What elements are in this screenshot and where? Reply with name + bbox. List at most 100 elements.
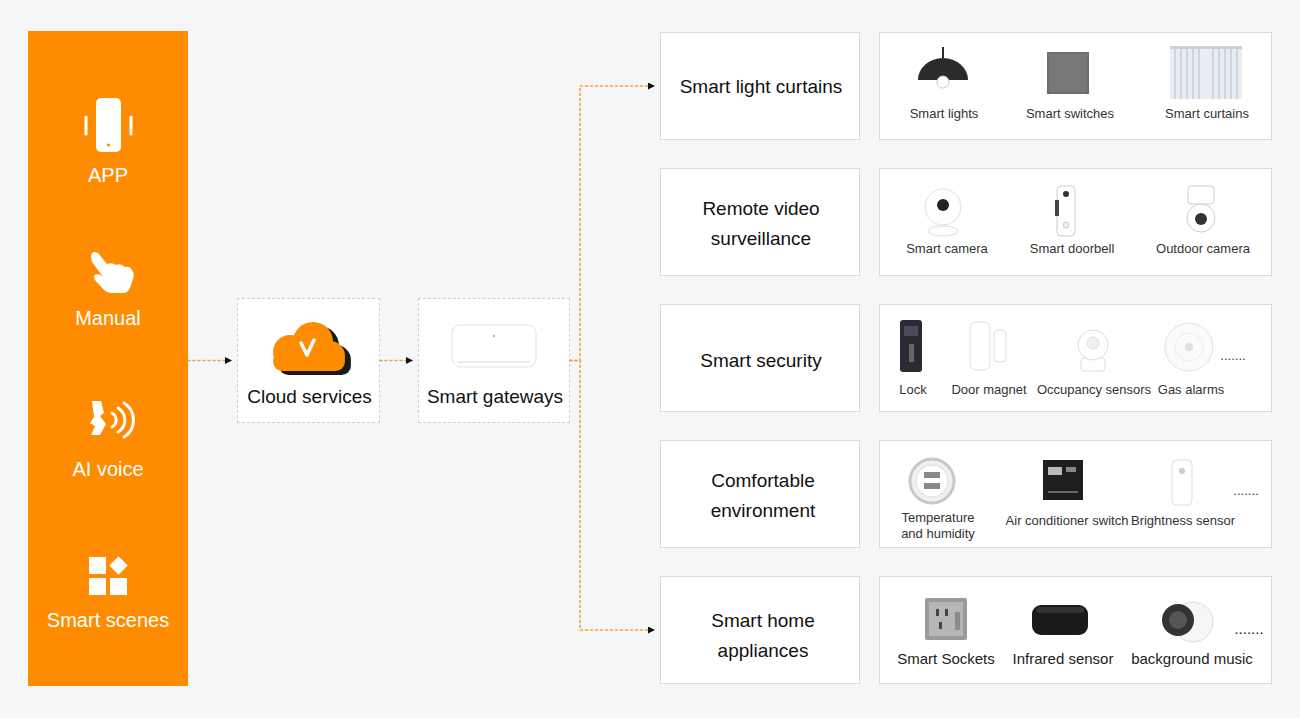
device-panel: Smart Sockets Infrared sensor background m… <box>879 576 1272 684</box>
gateway-box: Smart gateways <box>418 298 570 423</box>
category-label: Smart home appliances <box>683 606 843 666</box>
device-label: Door magnet <box>951 382 1026 398</box>
socket-switch <box>955 612 960 630</box>
phone-icon <box>96 98 121 152</box>
category-label: Comfortable environment <box>683 466 843 526</box>
category-label: Smart light curtains <box>666 72 856 102</box>
flow-connector <box>380 360 413 362</box>
device-label: Smart camera <box>906 241 988 257</box>
service-box: Cloud services <box>237 298 380 423</box>
category-box: Remote video surveillance <box>660 168 860 276</box>
cloud-shadow-part <box>279 356 351 375</box>
voice-wave <box>124 403 133 437</box>
cloud-shadow-part <box>321 345 351 375</box>
socket-hole <box>936 609 939 616</box>
gateway-led <box>493 335 495 337</box>
device-label: Temperature and humidity <box>896 510 981 542</box>
device-label: Smart curtains <box>1165 106 1249 122</box>
device-panel: Smart lightsSmart switchesSmart curtains <box>879 32 1272 140</box>
speaker-cone <box>1169 611 1187 629</box>
device-label: Smart switches <box>1026 106 1114 122</box>
lamp-shade <box>918 58 968 80</box>
phone-wave <box>130 117 133 134</box>
occupancy-lens <box>1087 337 1099 349</box>
input-label: APP <box>88 163 128 187</box>
socket-icon <box>925 598 967 640</box>
speaker-icon <box>1162 604 1194 636</box>
speaker-cover <box>1173 602 1213 642</box>
gas-alarm-center <box>1185 343 1193 351</box>
device-label: ....... <box>1220 348 1245 364</box>
thermometer-digits <box>924 483 940 489</box>
outdoor-camera-mount <box>1188 186 1214 204</box>
curtain-fold <box>1174 49 1176 99</box>
device-panel: Smart camera Smart doorbell Outdoor camera <box>879 168 1272 276</box>
device-label: Smart Sockets <box>897 650 995 668</box>
category-label: Smart security <box>666 346 856 376</box>
thermometer-face <box>916 465 948 497</box>
scene-tile <box>89 578 106 595</box>
input-label: Manual <box>75 306 141 330</box>
category-box: Smart security <box>660 304 860 412</box>
gateway-icon <box>452 325 536 367</box>
voice-figure <box>90 401 106 435</box>
camera-icon <box>925 189 961 225</box>
device-panel: Temperature and humidity Air conditioner … <box>879 440 1272 548</box>
device-label: ....... <box>1234 620 1263 638</box>
device-label: Outdoor camera <box>1156 241 1250 257</box>
cloud-shadow-part <box>299 326 339 366</box>
device-label: Occupancy sensors <box>1037 382 1151 398</box>
scene-tile <box>110 578 127 595</box>
input-band: APP Manual AI voiceSmart scenes <box>28 31 188 686</box>
category-box: Comfortable environment <box>660 440 860 548</box>
cloud-shadow <box>279 326 351 375</box>
door-magnet-part <box>994 330 1006 362</box>
infrared-top <box>1036 607 1084 613</box>
flow-connector <box>570 361 655 631</box>
curtain-fold <box>1218 49 1220 99</box>
occupancy-icon <box>1078 330 1108 360</box>
ac-switch-display <box>1066 467 1076 472</box>
scene-diamond <box>109 556 127 574</box>
doorbell-icon <box>1057 186 1075 236</box>
device-label: Air conditioner switch <box>1006 513 1129 529</box>
cloud-icon <box>273 352 345 371</box>
flow-connector <box>570 86 655 361</box>
lock-screen <box>904 326 918 336</box>
curtain-folds <box>1175 49 1237 99</box>
voice-wave <box>118 408 125 432</box>
switch-icon <box>1047 52 1089 94</box>
curtain-fold <box>1230 49 1232 99</box>
device-label: background music <box>1131 650 1253 668</box>
cloud-icon <box>273 335 307 369</box>
curtain-fold <box>1224 49 1226 99</box>
curtain-icon <box>1170 47 1242 99</box>
curtain-rail <box>1170 46 1242 49</box>
phone-wave <box>85 117 88 134</box>
input-label: Smart scenes <box>47 608 169 632</box>
door-magnet-icon <box>970 322 990 370</box>
device-label: Infrared sensor <box>1013 650 1114 668</box>
ac-switch-display <box>1048 467 1062 475</box>
phone-button <box>107 143 110 146</box>
switch-face <box>1049 54 1087 92</box>
input-label: AI voice <box>72 457 143 481</box>
voice-wave <box>112 413 116 427</box>
socket-face <box>929 602 963 636</box>
curtain-fold <box>1180 49 1182 99</box>
doorbell-lens <box>1063 191 1069 197</box>
cloud-shadow-part <box>279 339 313 373</box>
flow-connector <box>188 360 232 362</box>
category-box: Smart light curtains <box>660 32 860 140</box>
hand-icon <box>91 252 134 293</box>
device-label: ....... <box>1233 483 1258 499</box>
device-label: Smart doorbell <box>1030 241 1115 257</box>
service-label: Cloud services <box>247 386 372 409</box>
outdoor-camera-icon <box>1187 204 1215 232</box>
curtain-fold <box>1212 49 1214 99</box>
ac-switch-buttons <box>1048 491 1078 493</box>
thermometer-icon <box>910 459 954 503</box>
device-label: Brightness sensor <box>1131 513 1235 529</box>
gas-alarm-icon <box>1165 323 1213 371</box>
